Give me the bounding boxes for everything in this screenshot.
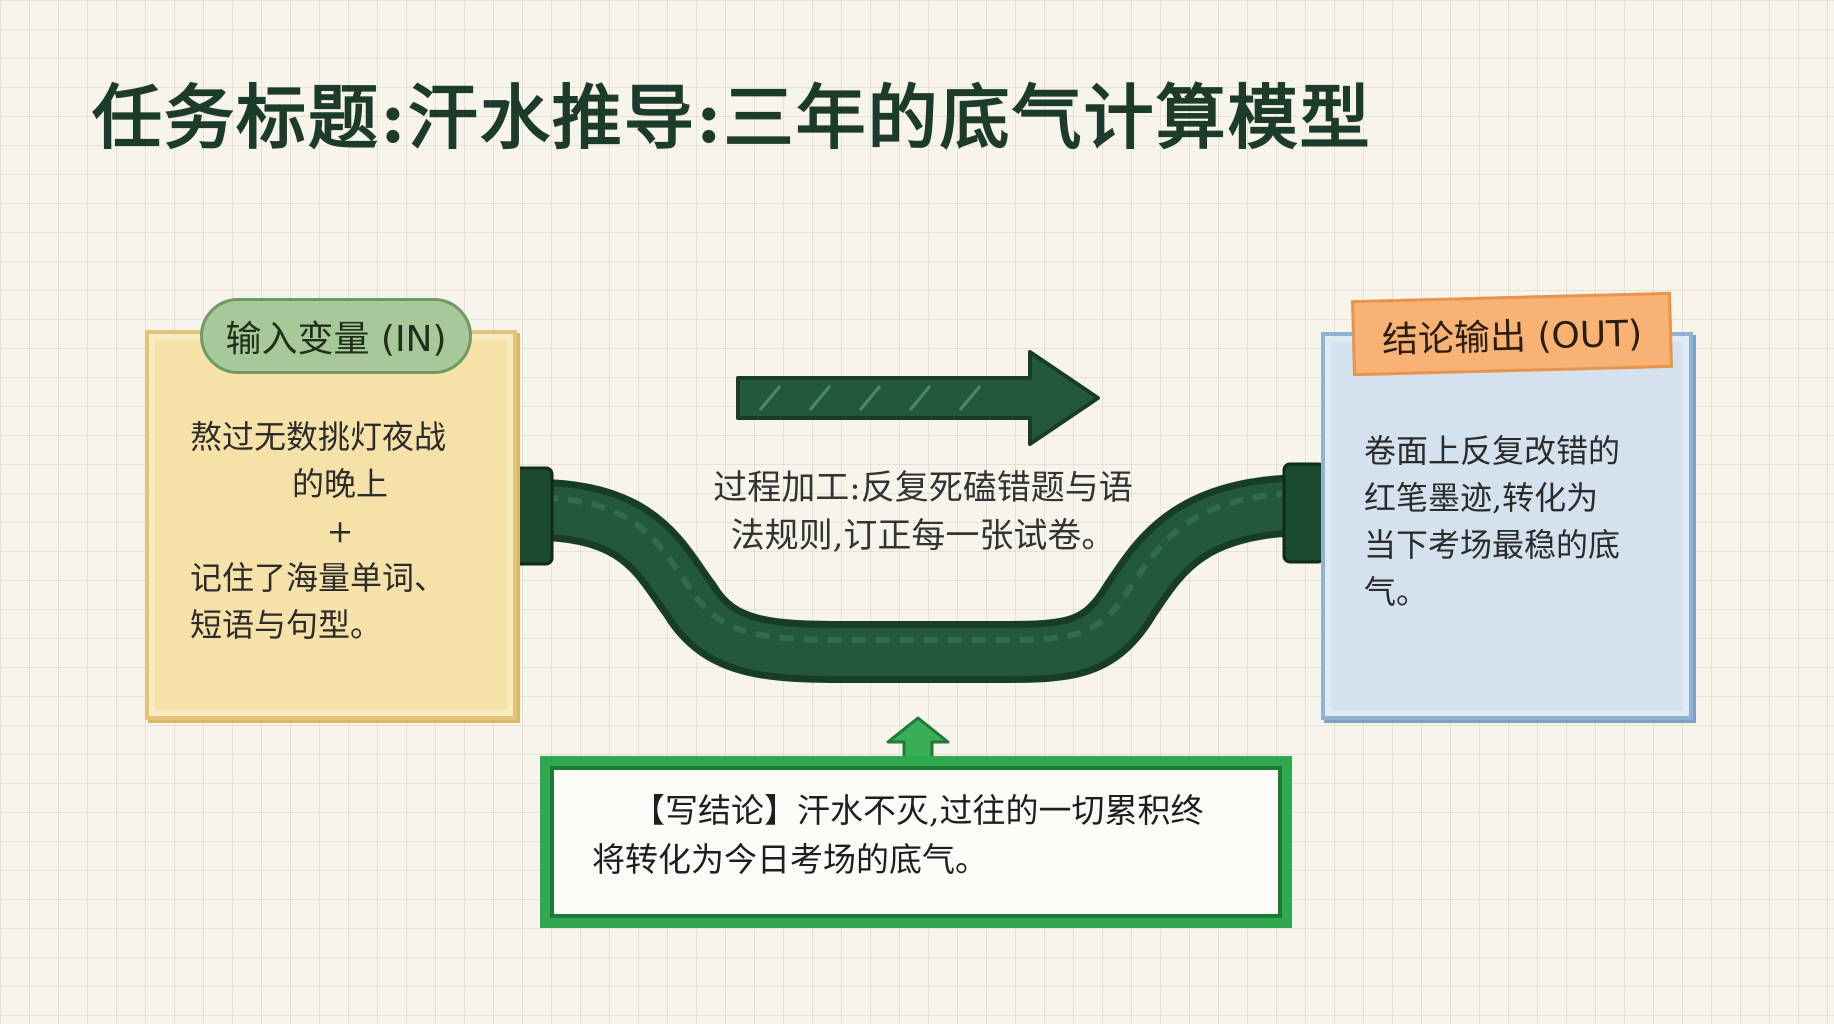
input-text: 熬过无数挑灯夜战 的晚上 + 记住了海量单词、 短语与句型。	[190, 414, 490, 649]
process-text: 过程加工:反复死磕错题与语 法规则,订正每一张试卷。	[688, 464, 1158, 560]
input-line-1: 熬过无数挑灯夜战	[190, 418, 447, 456]
conclusion-line-2: 将转化为今日考场的底气。	[592, 840, 988, 879]
input-plus: +	[326, 512, 354, 550]
output-line-4: 气。	[1364, 573, 1429, 611]
pipe	[510, 462, 1326, 683]
conclusion-box	[540, 756, 1292, 928]
process-line-2: 法规则,订正每一张试卷。	[730, 516, 1116, 556]
output-line-2: 红笔墨迹,转化为	[1364, 479, 1599, 517]
conclusion-line-1: 【写结论】汗水不灭,过往的一切累积终	[632, 791, 1204, 830]
page-title: 任务标题:汗水推导:三年的底气计算模型	[92, 76, 1372, 159]
process-line-1: 过程加工:反复死磕错题与语	[713, 468, 1133, 508]
conclusion-text: 【写结论】汗水不灭,过往的一切累积终 将转化为今日考场的底气。	[592, 786, 1252, 884]
output-text: 卷面上反复改错的 红笔墨迹,转化为 当下考场最稳的底 气。	[1364, 428, 1664, 616]
input-line-2: 的晚上	[291, 465, 388, 503]
input-box	[145, 330, 517, 720]
output-tag: 结论输出 (OUT)	[1351, 291, 1673, 377]
input-line-3: 记住了海量单词、	[190, 559, 447, 597]
up-arrow-icon	[886, 716, 950, 760]
right-arrow-icon	[736, 350, 1100, 446]
output-line-3: 当下考场最稳的底	[1364, 526, 1621, 564]
output-line-1: 卷面上反复改错的	[1364, 432, 1621, 470]
pipe-coupling-left	[510, 466, 554, 566]
input-line-4: 短语与句型。	[190, 606, 383, 644]
input-tag: 输入变量 (IN)	[200, 298, 472, 374]
output-box	[1321, 332, 1693, 720]
pipe-coupling-right	[1282, 462, 1326, 564]
